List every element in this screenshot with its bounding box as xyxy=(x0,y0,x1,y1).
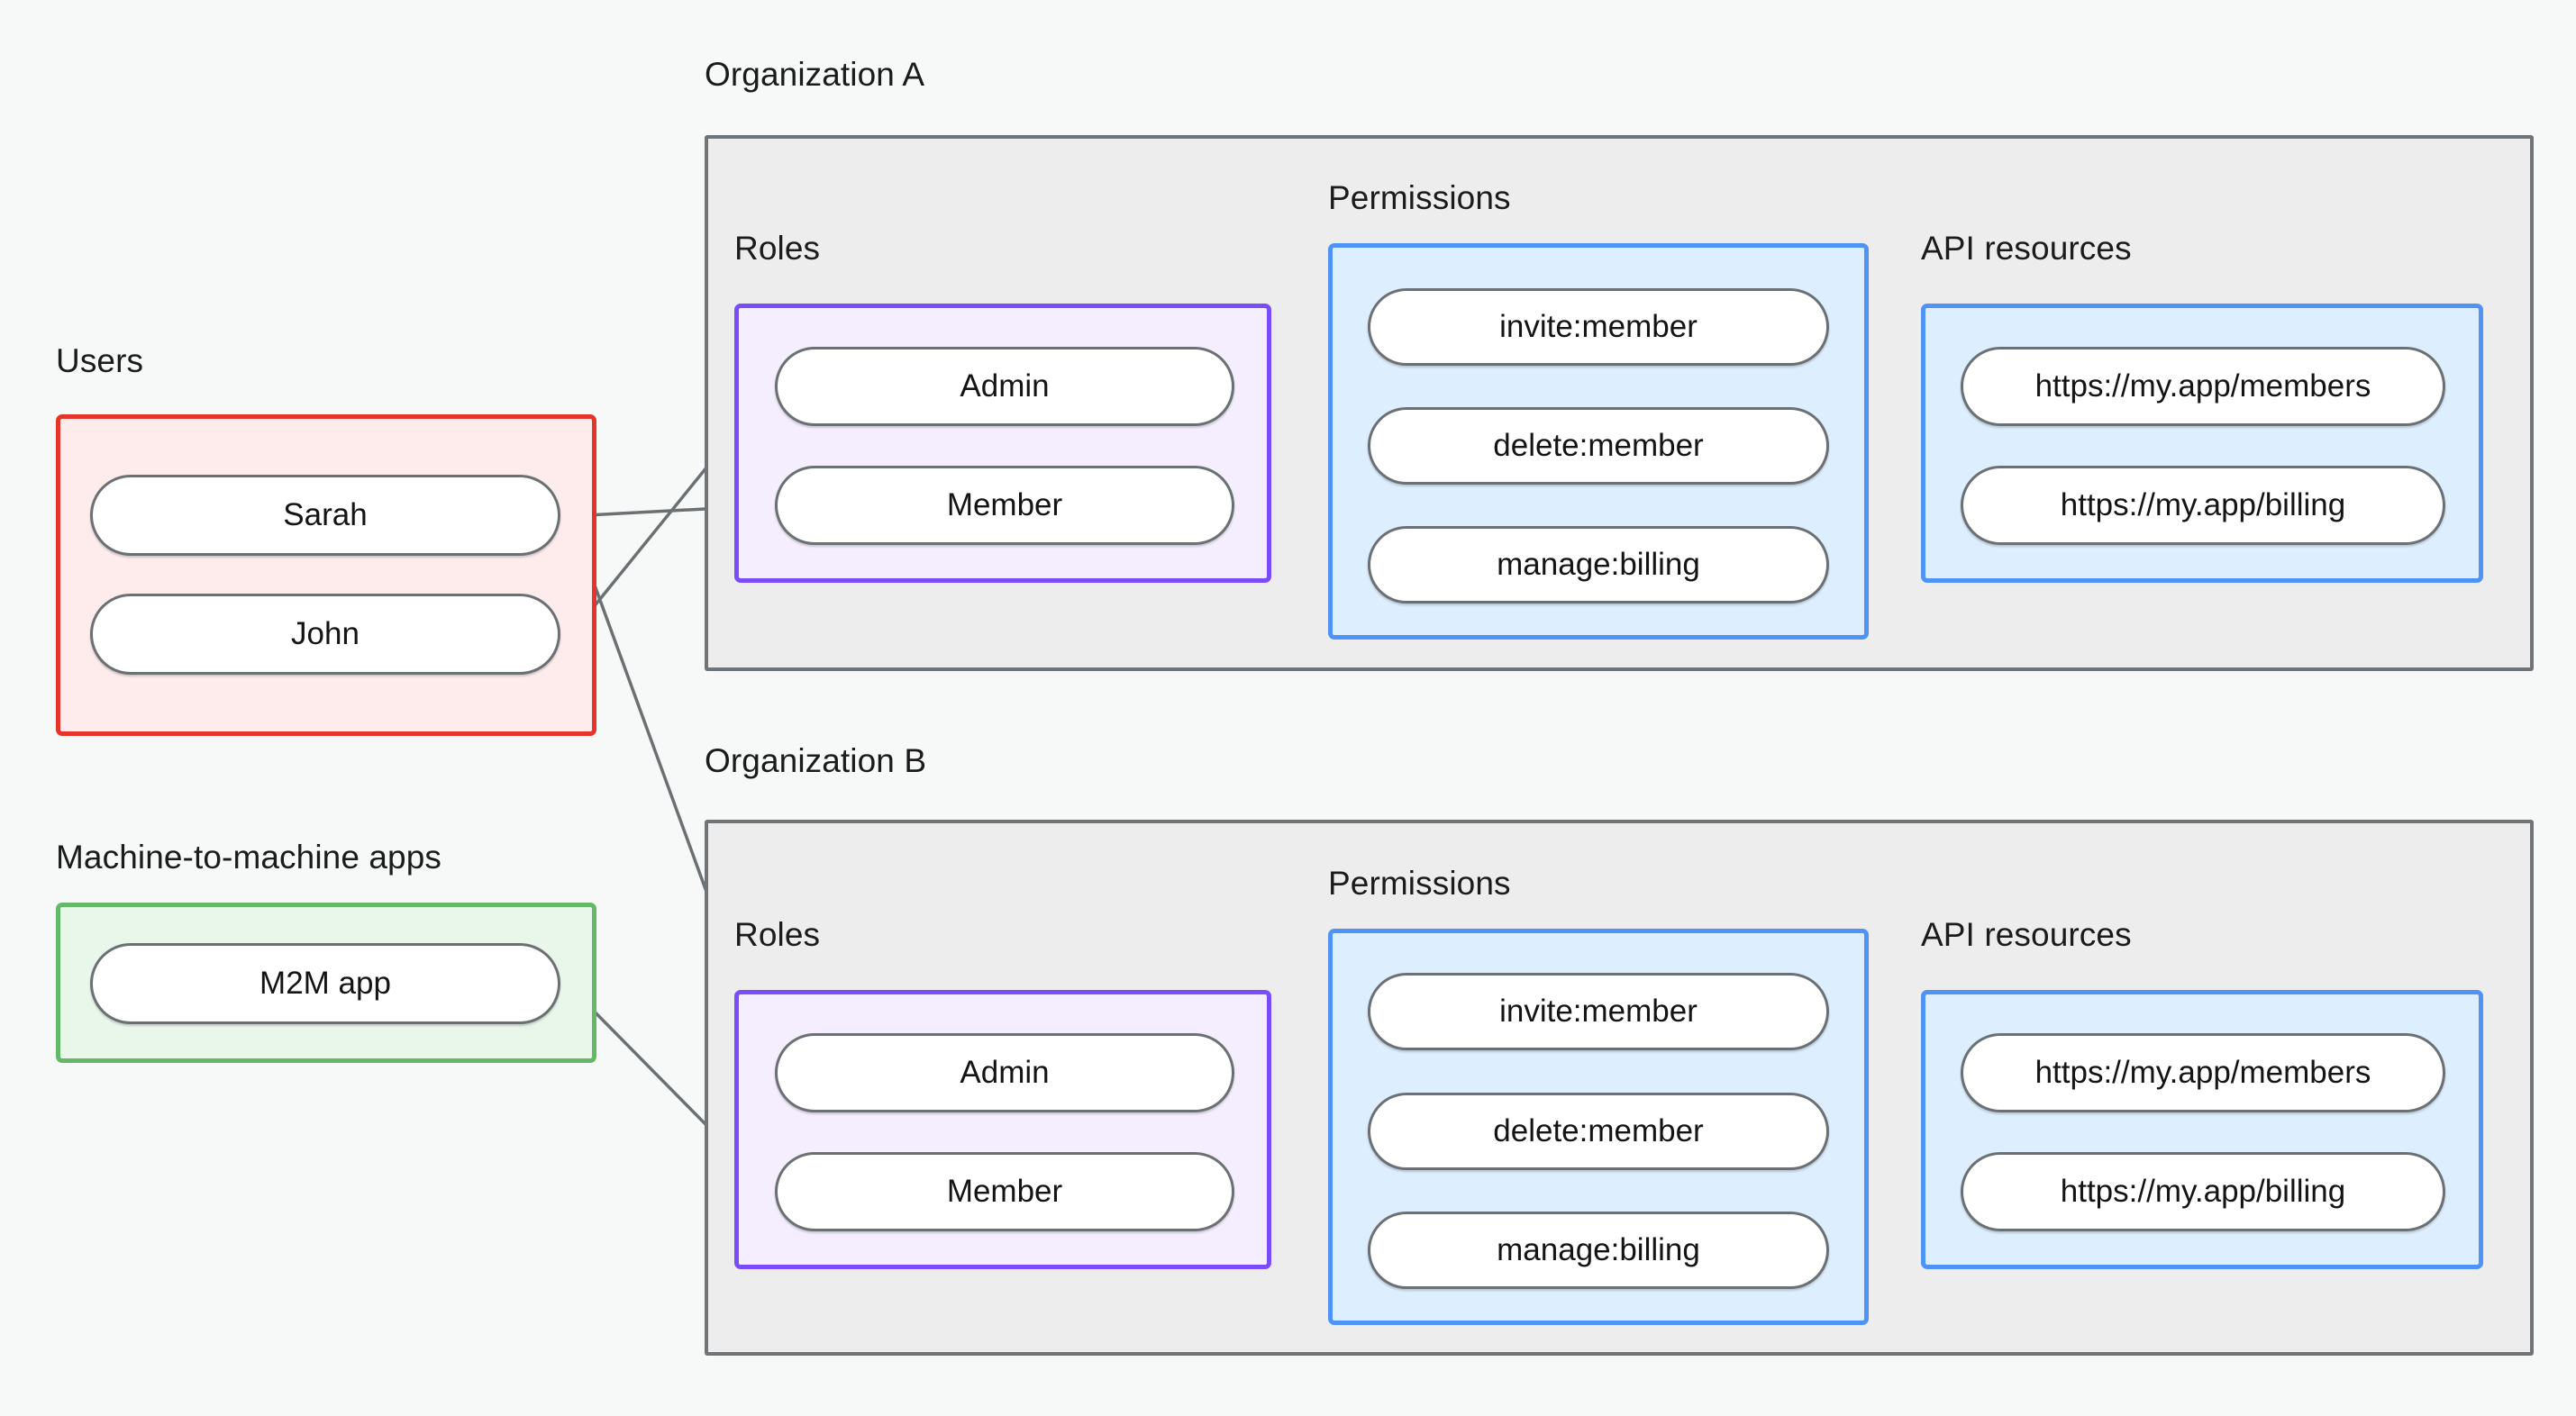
org-a-api-resource-members[interactable]: https://my.app/members xyxy=(1961,347,2445,426)
org-b-role-member[interactable]: Member xyxy=(775,1152,1234,1231)
org-a-permission-manage-billing[interactable]: manage:billing xyxy=(1368,526,1829,604)
org-b-api-resource-members[interactable]: https://my.app/members xyxy=(1961,1033,2445,1112)
org-a-permission-invite-member[interactable]: invite:member xyxy=(1368,288,1829,366)
org-b-api-resources-title: API resources xyxy=(1921,916,2132,953)
org-b-permission-invite-member[interactable]: invite:member xyxy=(1368,973,1829,1050)
org-a-api-resource-billing[interactable]: https://my.app/billing xyxy=(1961,466,2445,545)
org-a-permission-delete-member[interactable]: delete:member xyxy=(1368,407,1829,485)
org-b-role-admin[interactable]: Admin xyxy=(775,1033,1234,1112)
org-b-title: Organization B xyxy=(705,742,927,779)
org-b-permission-delete-member[interactable]: delete:member xyxy=(1368,1093,1829,1170)
org-a-api-resources-title: API resources xyxy=(1921,230,2132,267)
org-b-permission-manage-billing[interactable]: manage:billing xyxy=(1368,1212,1829,1289)
org-a-role-admin[interactable]: Admin xyxy=(775,347,1234,426)
org-b-permissions-title: Permissions xyxy=(1328,865,1511,902)
org-a-title: Organization A xyxy=(705,56,925,93)
org-a-role-member[interactable]: Member xyxy=(775,466,1234,545)
user-john[interactable]: John xyxy=(90,594,560,675)
users-title: Users xyxy=(56,342,144,379)
m2m-app[interactable]: M2M app xyxy=(90,943,560,1024)
org-a-permissions-title: Permissions xyxy=(1328,179,1511,216)
org-b-roles-title: Roles xyxy=(734,916,821,953)
m2m-title: Machine-to-machine apps xyxy=(56,839,442,876)
users-container xyxy=(56,414,596,736)
org-a-roles-title: Roles xyxy=(734,230,821,267)
user-sarah[interactable]: Sarah xyxy=(90,475,560,556)
org-b-api-resource-billing[interactable]: https://my.app/billing xyxy=(1961,1152,2445,1231)
